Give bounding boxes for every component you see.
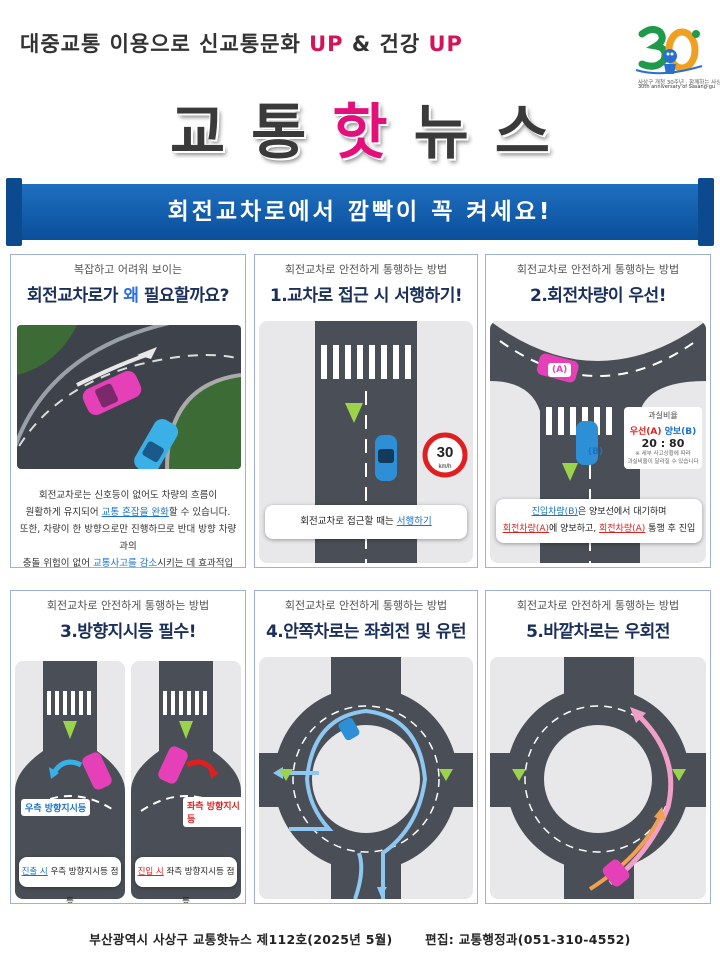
car-b-label: (B)	[588, 447, 604, 457]
fault-ratio-legend: 과실비율 우선(A) 양보(B) 20 : 80 ※ 세부 사고상황에 따라 과…	[624, 407, 702, 469]
title-text-a: 회전교차로가	[27, 286, 124, 306]
caption-entry: 진입 시 좌측 방향지시등 점등	[135, 857, 237, 903]
headline-banner: 회전교차로에서 깜빡이 꼭 켜세요!	[6, 178, 714, 246]
title-part-2: 뉴스	[413, 98, 576, 168]
panel-title: 4.안쪽차로는 좌회전 및 유턴	[265, 622, 467, 642]
desc-line-3: 또한, 차량이 한 방향으로만 진행하므로 반대 방향 차량과의	[19, 524, 237, 552]
panel-description: 회전교차로는 신호등이 없어도 차량의 흐름이 원활하게 유지되어 교통 혼잡을…	[19, 487, 237, 568]
legend-title: 과실비율	[648, 411, 678, 420]
logo-text-1: 사상구 개청 30주년 · 함께하는 사상	[638, 80, 720, 86]
footer: 부산광역시 사상구 교통핫뉴스 제112호(2025년 5월) 편집: 교통행정…	[0, 929, 720, 948]
legend-b: 양보(B)	[664, 427, 697, 437]
page-title: 교통핫뉴스	[0, 84, 720, 171]
panel-subtitle: 회전교차로 안전하게 통행하는 방법	[284, 599, 448, 612]
outer-lane-illustration	[490, 657, 706, 899]
panel-subtitle: 회전교차로 안전하게 통행하는 방법	[46, 599, 210, 612]
entry-signal-illustration	[131, 661, 241, 899]
label-right-signal: 우측 방향지시등	[21, 799, 91, 816]
banner-tab-left	[6, 178, 22, 246]
label-left-signal: 좌측 방향지시등	[183, 797, 245, 827]
slogan-health: 건강	[379, 32, 421, 56]
ratio-a: 20	[641, 437, 657, 450]
logo-text-2: 30th anniversary of Sasang-gu	[638, 84, 716, 90]
roundabout-aerial-illustration	[17, 325, 241, 469]
slogan-up-2: UP	[428, 32, 463, 56]
panel-subtitle: 복잡하고 어려워 보이는	[73, 263, 183, 276]
slogan-up-1: UP	[309, 32, 344, 56]
panel-yield-priority: 회전교차로 안전하게 통행하는 방법 2.회전차량이 우선! (A) (B) 과…	[485, 254, 711, 568]
title-part-1: 교통	[169, 98, 333, 168]
panel-title: 회전교차로가 왜 필요할까요?	[11, 281, 245, 306]
legend-note-1: ※ 세부 사고상황에 따라	[635, 451, 691, 457]
panel-title: 5.바깥차로는 우회전	[526, 622, 670, 642]
car-a-label: (A)	[548, 363, 572, 377]
panel-slow-down: 회전교차로 안전하게 통행하는 방법 1.교차로 접근 시 서행하기! 30 k…	[254, 254, 478, 568]
panel-why-roundabout: 복잡하고 어려워 보이는 회전교차로가 왜 필요할까요? 회전교차로는 신호등이…	[10, 254, 246, 568]
desc-highlight-congestion: 교통 혼잡을 완화	[101, 507, 169, 518]
panel-title: 1.교차로 접근 시 서행하기!	[269, 286, 463, 306]
desc-highlight-accident: 교통사고를 감소	[93, 558, 158, 568]
caption-highlight: 서행하기	[396, 516, 432, 527]
speed-sign-value: 30	[437, 444, 454, 461]
slogan-main: 대중교통 이용으로 신교통문화	[20, 32, 301, 56]
panel-inner-lane: 회전교차로 안전하게 통행하는 방법 4.안쪽차로는 좌회전 및 유턴	[254, 590, 478, 904]
panel-turn-signal: 회전교차로 안전하게 통행하는 방법 3.방향지시등 필수! 우측 방향지시등 …	[10, 590, 246, 904]
banner-tab-right	[698, 178, 714, 246]
footer-editor: 편집: 교통행정과(051-310-4552)	[425, 932, 631, 947]
panel-outer-lane: 회전교차로 안전하게 통행하는 방법 5.바깥차로는 우회전	[485, 590, 711, 904]
legend-note-2: 과실비율이 달라질 수 있습니다	[627, 459, 699, 465]
caption-exit: 진출 시 우측 방향지시등 점등	[19, 857, 121, 903]
title-highlight: 왜	[123, 286, 139, 306]
desc-line-4: 충돌 위험이 없어 교통사고를 감소시키는 데 효과적입니다.	[22, 558, 234, 568]
panel-subtitle: 회전교차로 안전하게 통행하는 방법	[516, 263, 680, 276]
desc-line-2: 원활하게 유지되어 교통 혼잡을 완화할 수 있습니다.	[25, 507, 231, 518]
panel-title: 2.회전차량이 우선!	[530, 286, 666, 306]
speed-sign-unit: km/h	[438, 464, 451, 470]
title-text-b: 필요할까요?	[138, 286, 230, 306]
banner-text: 회전교차로에서 깜빡이 꼭 켜세요!	[167, 199, 553, 225]
footer-issue: 부산광역시 사상구 교통핫뉴스 제112호(2025년 5월)	[89, 932, 393, 947]
panel-title: 3.방향지시등 필수!	[60, 622, 196, 642]
slogan: 대중교통 이용으로 신교통문화 UP & 건강 UP	[20, 28, 463, 58]
title-hot: 핫	[332, 98, 414, 168]
panel-caption: 회전교차로 접근할 때는 서행하기	[265, 505, 467, 539]
ratio-b: 80	[669, 437, 685, 450]
panel-subtitle: 회전교차로 안전하게 통행하는 방법	[284, 263, 448, 276]
panel-subtitle: 회전교차로 안전하게 통행하는 방법	[516, 599, 680, 612]
slogan-amp: &	[351, 32, 372, 56]
anniversary-logo: 사상구 개청 30주년 · 함께하는 사상 30th anniversary o…	[612, 24, 720, 94]
legend-a: 우선(A)	[629, 427, 662, 437]
desc-line-1: 회전교차로는 신호등이 없어도 차량의 흐름이	[38, 490, 218, 501]
panel-caption: 진입차량(B)은 양보선에서 대기하며 회전차량(A)에 양보하고, 회전차량(…	[496, 499, 702, 543]
inner-lane-illustration	[259, 657, 473, 899]
